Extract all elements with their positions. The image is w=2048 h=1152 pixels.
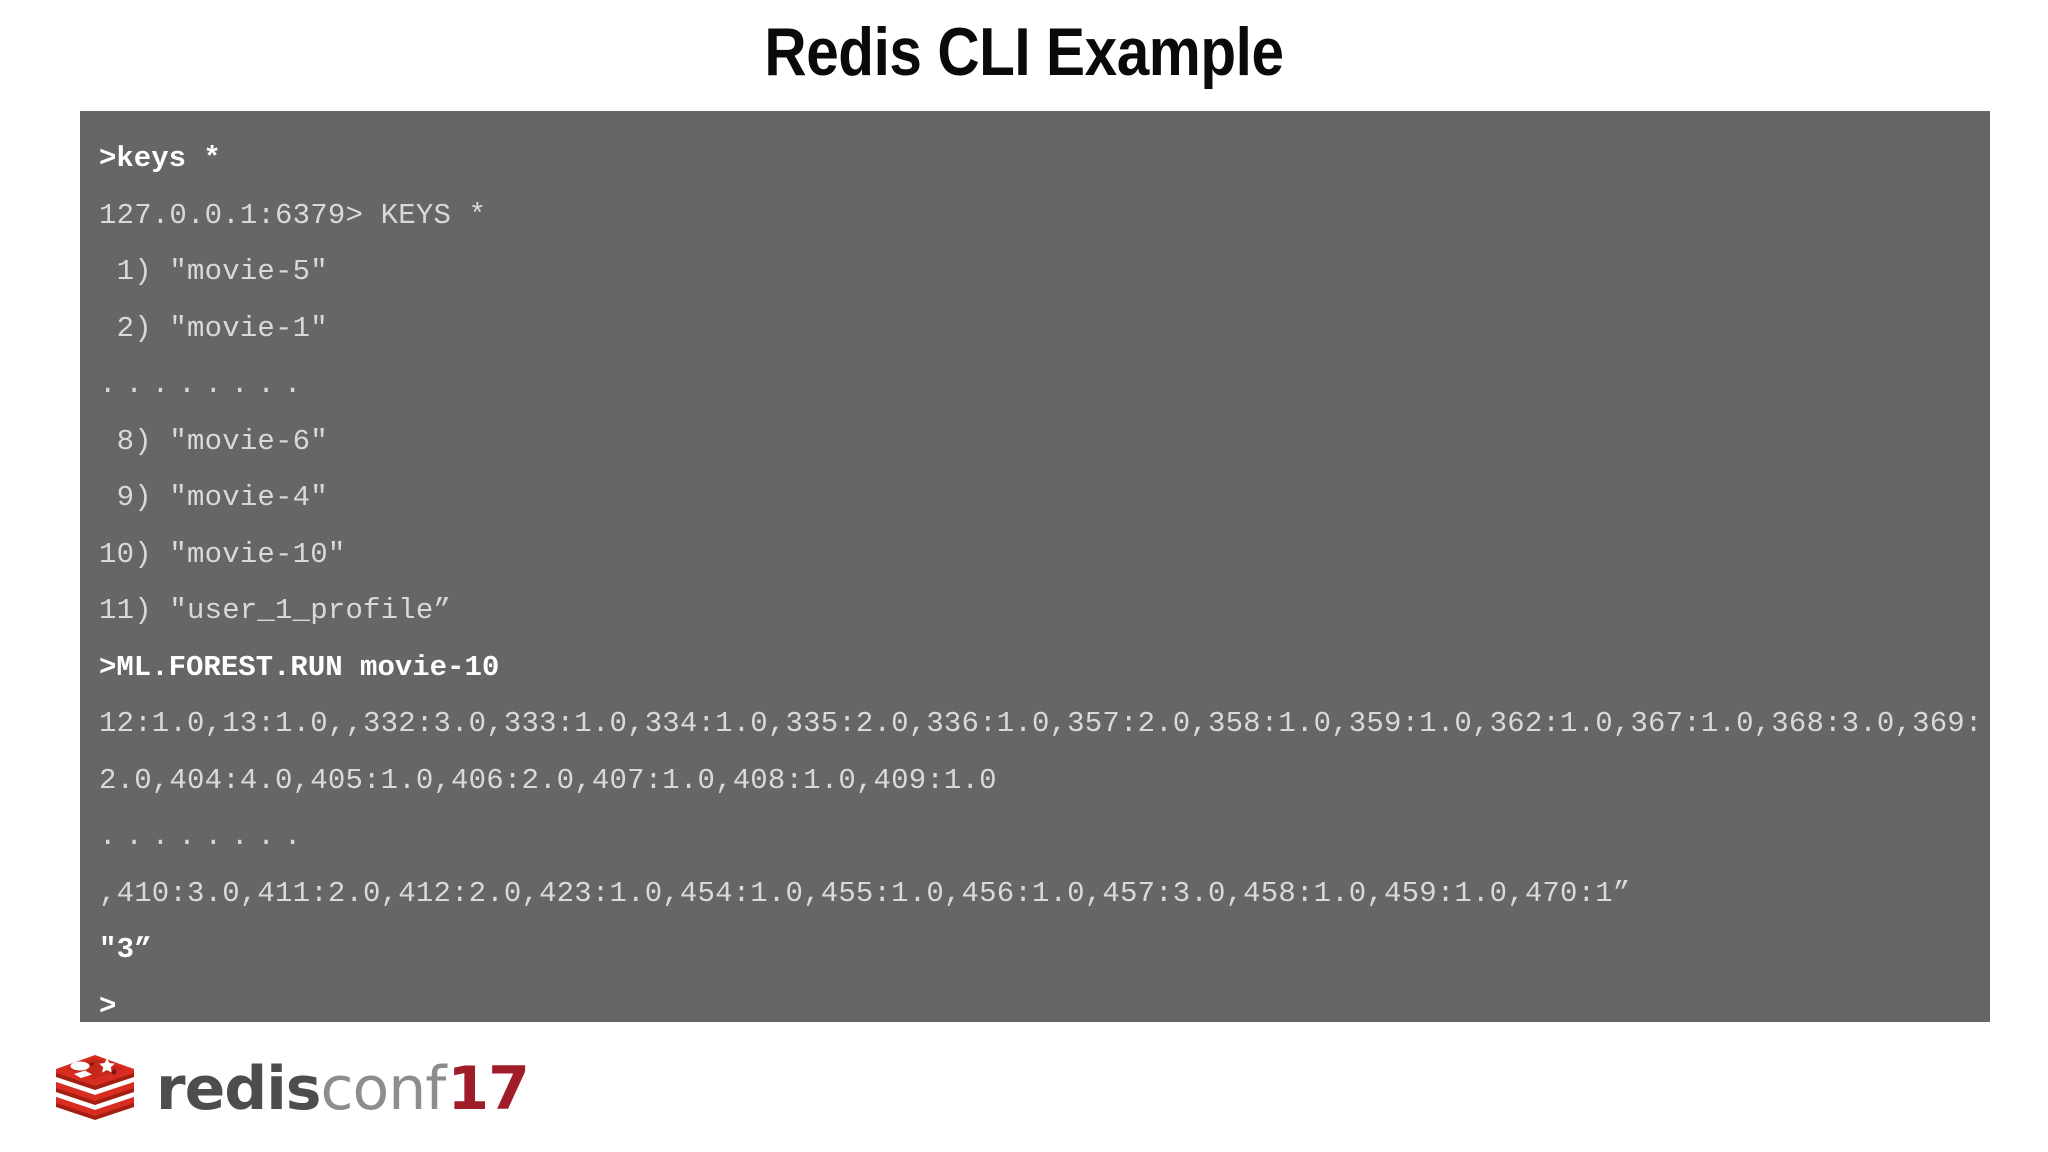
terminal-output-line: 127.0.0.1:6379> KEYS * <box>99 198 487 232</box>
terminal-output-line: 2) "movie-1" <box>99 311 328 345</box>
terminal-result-line: "3” <box>99 933 152 966</box>
terminal-command-line: >ML.FOREST.RUN movie-10 <box>99 650 500 684</box>
terminal-output-line: ,410:3.0,411:2.0,412:2.0,423:1.0,454:1.0… <box>99 876 1631 910</box>
terminal-output-line: 12:1.0,13:1.0,,332:3.0,333:1.0,334:1.0,3… <box>99 707 1983 797</box>
redis-cube-icon <box>52 1050 138 1128</box>
terminal-ellipsis-line: ........ <box>99 820 311 853</box>
terminal-panel: >keys * 127.0.0.1:6379> KEYS * 1) "movie… <box>80 111 1990 1022</box>
terminal-output-line: 10) "movie-10" <box>99 537 346 571</box>
logo-suffix-text: conf <box>320 1054 447 1124</box>
terminal-output-line: 1) "movie-5" <box>99 255 328 288</box>
terminal-command-line: >keys * <box>99 142 221 175</box>
logo-year-text: 17 <box>447 1054 529 1124</box>
terminal-prompt-line: > <box>99 989 117 1023</box>
terminal-ellipsis-line: ........ <box>99 368 311 401</box>
logo-brand-text: redis <box>156 1054 322 1124</box>
page-title: Redis CLI Example <box>764 14 1284 90</box>
terminal-output-line: 9) "movie-4" <box>99 481 328 514</box>
terminal-output-line: 8) "movie-6" <box>99 424 328 458</box>
terminal-output-line: 11) "user_1_profile” <box>99 594 452 627</box>
